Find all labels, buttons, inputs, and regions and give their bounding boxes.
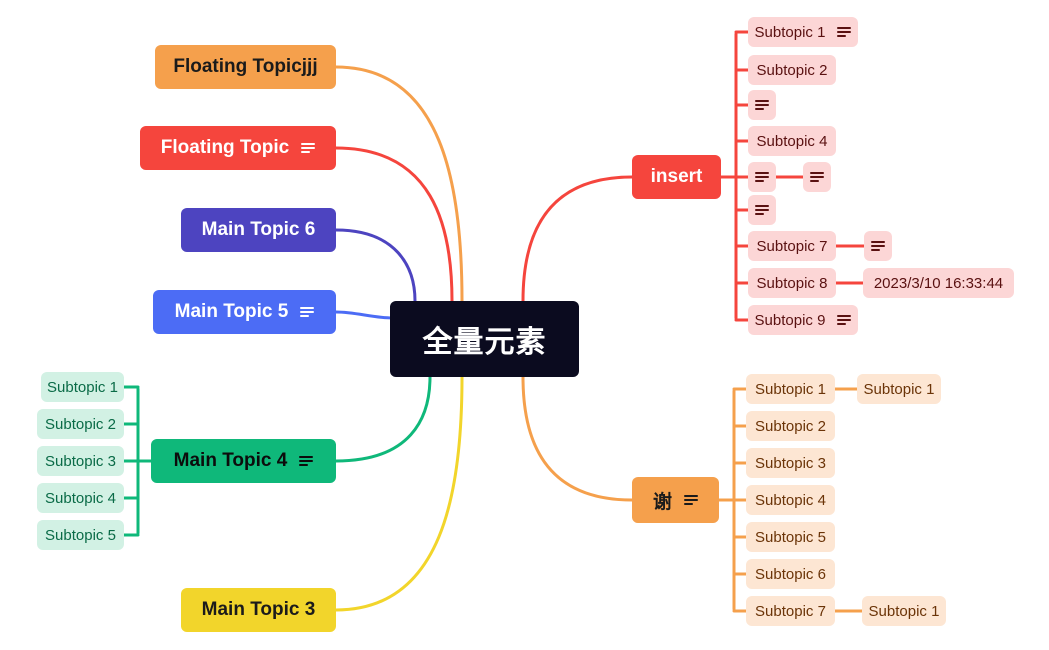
subtopic-right1-7[interactable]: Subtopic 7 — [748, 231, 836, 261]
connector-right-2 — [521, 375, 634, 502]
node-label: Subtopic 4 — [45, 489, 116, 507]
node-label: Subtopic 6 — [755, 565, 826, 583]
node-label: Subtopic 2 — [755, 417, 826, 435]
subtopic-right1-8[interactable]: Subtopic 8 — [748, 268, 836, 298]
main-topic-left-1[interactable]: Floating Topicjjj — [155, 45, 336, 89]
connector-left-4 — [334, 310, 395, 320]
subtopic-main4-2[interactable]: Subtopic 2 — [37, 409, 124, 439]
node-label: Main Topic 4 — [173, 450, 288, 471]
node-label: Subtopic 9 — [754, 311, 826, 329]
subtopic-right1-8-child[interactable]: 2023/3/10 16:33:44 — [863, 268, 1014, 298]
connector-left-2 — [334, 146, 454, 303]
node-label: Subtopic 5 — [755, 528, 826, 546]
subtopic-right1-5[interactable] — [748, 162, 776, 192]
node-label: Floating Topicjjj — [173, 56, 318, 77]
connector-left-3 — [334, 228, 417, 303]
subtopic-right2-7-child[interactable]: Subtopic 1 — [862, 596, 946, 626]
note-icon — [755, 98, 769, 112]
note-icon — [837, 313, 852, 327]
node-label: insert — [650, 166, 703, 187]
note-icon — [871, 239, 885, 253]
node-label: Main Topic 5 — [174, 301, 289, 322]
subtopic-right1-4[interactable]: Subtopic 4 — [748, 126, 836, 156]
node-label: Subtopic 1 — [863, 380, 935, 398]
node-label: Subtopic 7 — [755, 602, 826, 620]
node-label: Subtopic 3 — [45, 452, 116, 470]
node-label: 2023/3/10 16:33:44 — [873, 274, 1004, 292]
note-icon — [810, 170, 824, 184]
main-topic-left-3[interactable]: Main Topic 6 — [181, 208, 336, 252]
subtopic-right2-1-child[interactable]: Subtopic 1 — [857, 374, 941, 404]
subtopic-right1-7-child[interactable] — [864, 231, 892, 261]
node-label: Subtopic 4 — [755, 491, 826, 509]
node-label: Subtopic 4 — [756, 132, 828, 150]
subtopic-main4-3[interactable]: Subtopic 3 — [37, 446, 124, 476]
node-label: Main Topic 6 — [201, 219, 316, 240]
main-topic-left-4[interactable]: Main Topic 5 — [153, 290, 336, 334]
subtopic-main4-1[interactable]: Subtopic 1 — [41, 372, 124, 402]
node-label: Floating Topic — [160, 137, 290, 158]
note-icon — [300, 305, 315, 319]
node-label: Subtopic 8 — [756, 274, 828, 292]
main-topic-left-5[interactable]: Main Topic 4 — [151, 439, 336, 483]
subtopic-right1-6[interactable] — [748, 195, 776, 225]
subtopic-right2-4[interactable]: Subtopic 4 — [746, 485, 835, 515]
subtopic-right1-3[interactable] — [748, 90, 776, 120]
note-icon — [299, 454, 314, 468]
subtopic-right2-2[interactable]: Subtopic 2 — [746, 411, 835, 441]
subtopic-main4-5[interactable]: Subtopic 5 — [37, 520, 124, 550]
node-label: Subtopic 3 — [755, 454, 826, 472]
main-topic-right-2[interactable]: 谢 — [632, 477, 719, 523]
subtopic-right1-9[interactable]: Subtopic 9 — [748, 305, 858, 335]
connector-left-1 — [334, 65, 464, 303]
subtopic-right2-6[interactable]: Subtopic 6 — [746, 559, 835, 589]
subtopic-right2-7[interactable]: Subtopic 7 — [746, 596, 835, 626]
main-topic-left-6[interactable]: Main Topic 3 — [181, 588, 336, 632]
node-label: Subtopic 1 — [47, 378, 118, 396]
subtopic-right1-2[interactable]: Subtopic 2 — [748, 55, 836, 85]
connector-left-5 — [334, 375, 432, 463]
main-topic-right-1[interactable]: insert — [632, 155, 721, 199]
subtopic-main4-4[interactable]: Subtopic 4 — [37, 483, 124, 513]
node-label: Subtopic 5 — [45, 526, 116, 544]
main-topic-left-2[interactable]: Floating Topic — [140, 126, 336, 170]
node-label: Subtopic 1 — [754, 23, 826, 41]
subtopic-right1-1[interactable]: Subtopic 1 — [748, 17, 858, 47]
node-label: Subtopic 1 — [868, 602, 940, 620]
note-icon — [755, 170, 769, 184]
connector-right-1 — [521, 175, 634, 303]
subtopic-right2-5[interactable]: Subtopic 5 — [746, 522, 835, 552]
subtopic-right2-3[interactable]: Subtopic 3 — [746, 448, 835, 478]
note-icon — [755, 203, 769, 217]
node-label: Main Topic 3 — [201, 599, 316, 620]
node-label: Subtopic 1 — [755, 380, 826, 398]
node-label: Subtopic 7 — [756, 237, 828, 255]
note-icon — [837, 25, 852, 39]
note-icon — [684, 493, 698, 507]
subtopic-right2-1[interactable]: Subtopic 1 — [746, 374, 835, 404]
central-topic[interactable]: 全量元素 — [390, 301, 579, 377]
node-label: 全量元素 — [422, 326, 547, 359]
node-label: 谢 — [652, 491, 672, 513]
node-label: Subtopic 2 — [756, 61, 828, 79]
note-icon — [301, 141, 316, 155]
node-label: Subtopic 2 — [45, 415, 116, 433]
connector-left-6 — [334, 375, 464, 612]
subtopic-right1-5-child[interactable] — [803, 162, 831, 192]
